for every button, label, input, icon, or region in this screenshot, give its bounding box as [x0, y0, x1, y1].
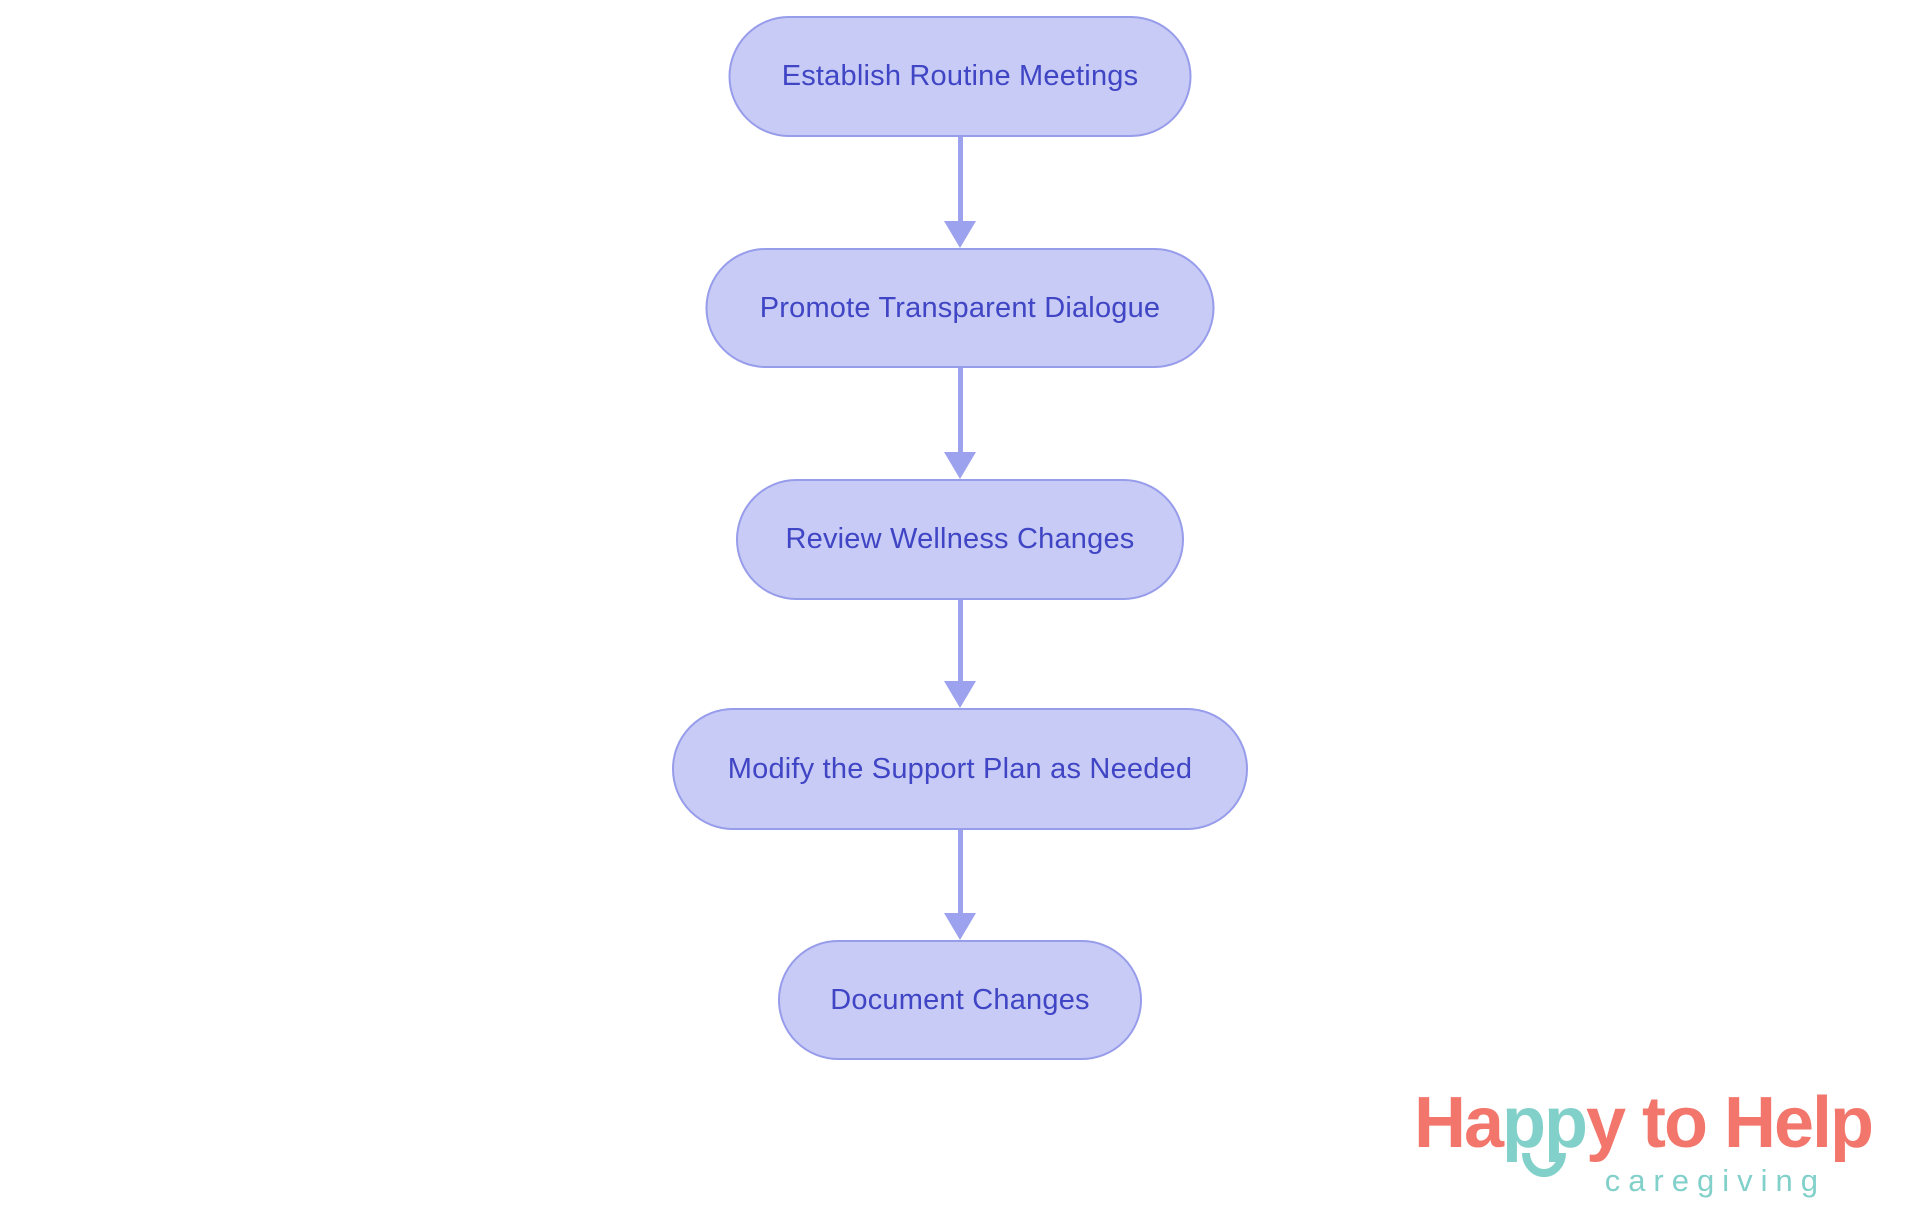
- flow-node-label: Document Changes: [830, 983, 1090, 1016]
- logo-text-ha: Ha: [1413, 1083, 1504, 1163]
- logo-text-pp: pp: [1502, 1083, 1588, 1163]
- flow-node-establish-routine-meetings: Establish Routine Meetings: [728, 16, 1192, 137]
- arrow-down-icon: [944, 221, 976, 248]
- flow-arrow-4: [943, 830, 977, 940]
- logo-text-y-to-help: y to Help: [1585, 1083, 1874, 1163]
- logo-tagline: caregiving: [1604, 1163, 1826, 1198]
- flow-node-document-changes: Document Changes: [778, 940, 1142, 1060]
- flow-node-label: Establish Routine Meetings: [781, 60, 1139, 92]
- flow-node-label: Review Wellness Changes: [785, 523, 1135, 555]
- flow-node-label: Modify the Support Plan as Needed: [727, 752, 1193, 785]
- flow-arrow-2: [943, 368, 977, 479]
- flow-node-label: Promote Transparent Dialogue: [759, 291, 1161, 324]
- arrow-down-icon: [944, 681, 976, 708]
- flow-node-modify-support-plan: Modify the Support Plan as Needed: [672, 708, 1248, 830]
- arrow-shaft: [957, 830, 963, 917]
- arrow-shaft: [957, 368, 963, 456]
- arrow-down-icon: [944, 913, 976, 940]
- flow-arrow-1: [943, 137, 977, 248]
- flow-node-promote-transparent-dialogue: Promote Transparent Dialogue: [705, 248, 1215, 368]
- arrow-down-icon: [944, 452, 976, 479]
- arrow-shaft: [957, 137, 963, 225]
- arrow-shaft: [957, 600, 963, 685]
- smile-icon: [1521, 1152, 1566, 1177]
- flow-node-review-wellness-changes: Review Wellness Changes: [736, 479, 1184, 600]
- flow-arrow-3: [943, 600, 977, 708]
- logo-smiley-eyes: pp: [1502, 1087, 1588, 1177]
